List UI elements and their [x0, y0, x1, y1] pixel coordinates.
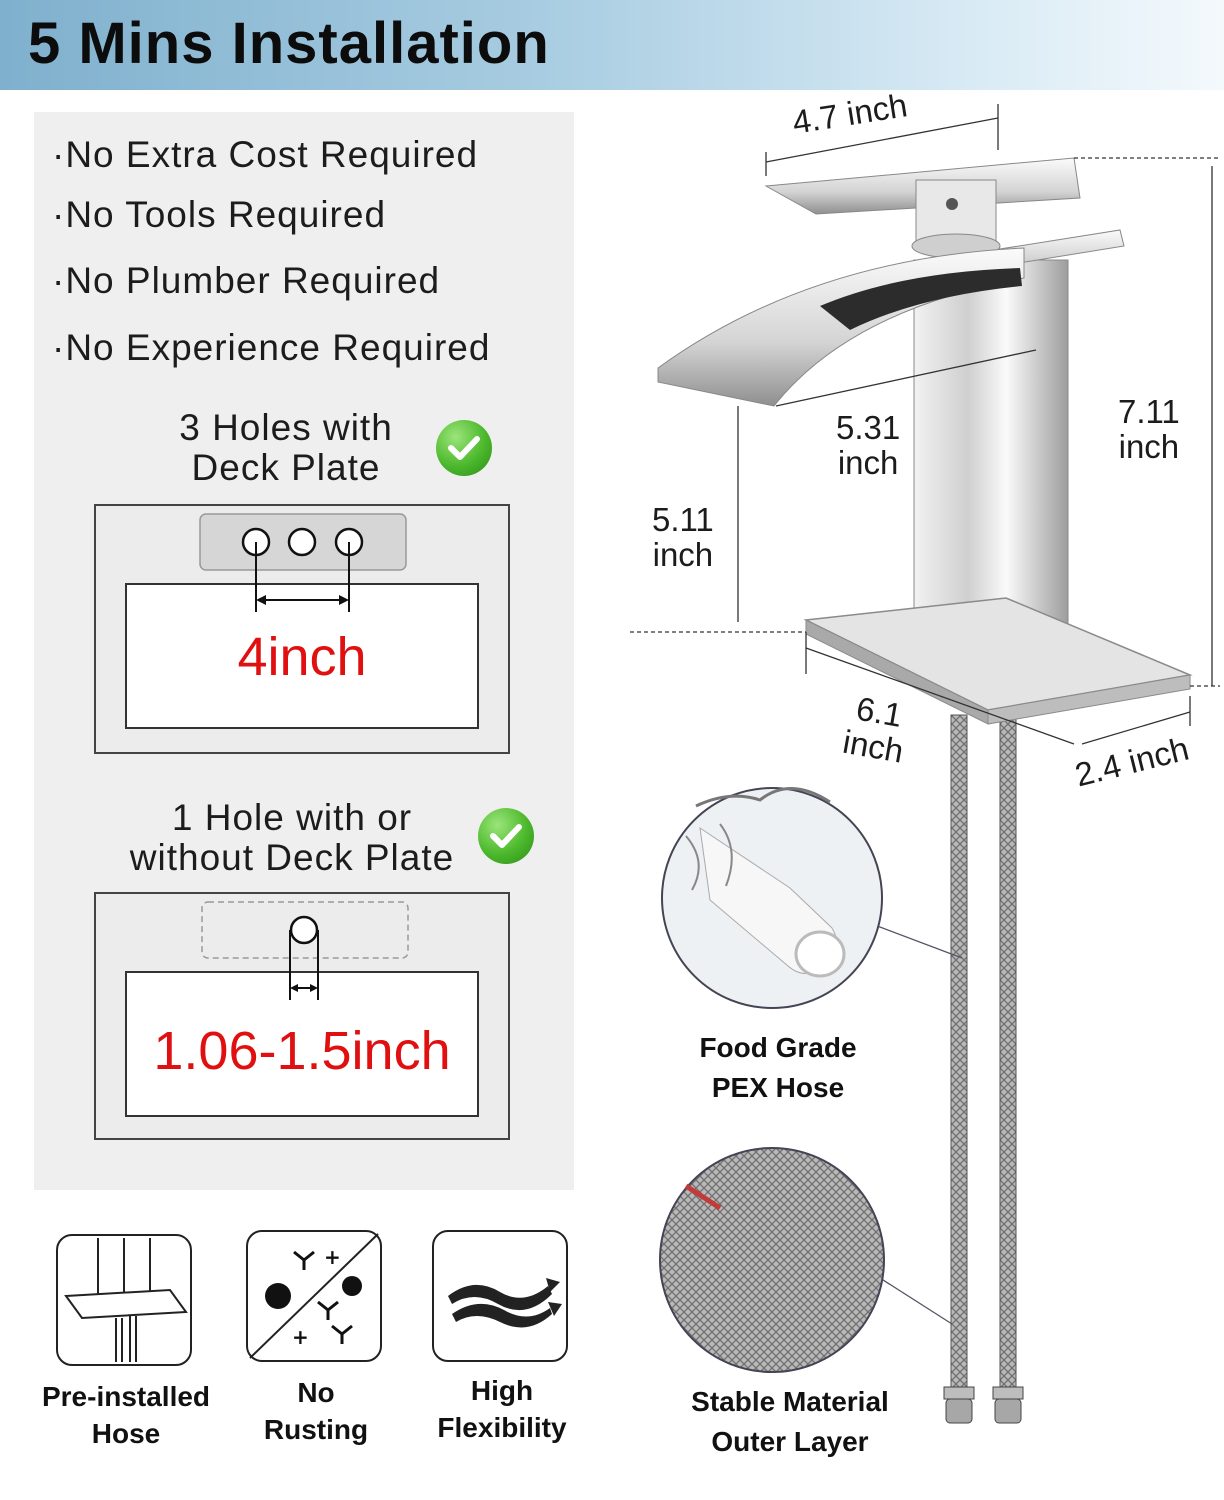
one-hole-title-line2: without Deck Plate — [129, 837, 455, 878]
faucet-illustration — [630, 104, 1220, 1424]
header-banner — [0, 0, 1224, 90]
hose-fitting — [943, 1386, 1024, 1424]
dimension-total-height-unit: inch — [1118, 428, 1180, 465]
no-rusting-label: No Rusting — [236, 1374, 396, 1448]
dimension-spout-reach-unit: inch — [837, 444, 899, 481]
one-hole-sink-diagram — [94, 892, 510, 1140]
no-rusting-label-line2: Rusting — [263, 1414, 369, 1445]
preinstalled-hose-label-line2: Hose — [91, 1418, 161, 1449]
three-holes-title-line1: 3 Holes with — [179, 407, 393, 448]
one-hole-title-line1: 1 Hole with or — [171, 797, 413, 838]
one-hole-title: 1 Hole with or without Deck Plate — [96, 798, 488, 878]
dimension-spout-height: 5.11 inch — [652, 502, 714, 572]
preinstalled-hose-label-line1: Pre-installed — [41, 1381, 211, 1412]
feature-no-plumber: ·No Plumber Required — [52, 260, 441, 301]
dimension-spout-reach: 5.31 inch — [836, 410, 900, 480]
dimension-total-height: 7.11 inch — [1118, 394, 1180, 464]
high-flexibility-icon — [432, 1230, 568, 1362]
high-flexibility-label-line1: High — [470, 1375, 534, 1406]
dimension-total-height-value: 7.11 — [1118, 393, 1180, 430]
high-flexibility-label: High Flexibility — [416, 1372, 588, 1446]
dimension-lines — [630, 104, 1220, 1325]
dimension-plate-length: 6.1 inch — [840, 689, 912, 770]
svg-text:+: + — [324, 1245, 341, 1269]
svg-text:+: + — [292, 1325, 309, 1349]
preinstalled-hose-icon — [56, 1234, 192, 1366]
outer-layer-label: Stable Material Outer Layer — [650, 1382, 930, 1462]
dimension-spout-height-unit: inch — [652, 536, 714, 573]
outer-layer-label-line1: Stable Material — [691, 1386, 889, 1417]
preinstalled-hose-label: Pre-installed Hose — [24, 1378, 228, 1452]
feature-no-tools: ·No Tools Required — [52, 194, 387, 235]
pex-hose-label-line2: PEX Hose — [711, 1072, 845, 1103]
outer-layer-magnifier — [659, 1147, 885, 1373]
check-icon — [478, 808, 534, 864]
one-hole-spacing-label: 1.06-1.5inch — [153, 1021, 451, 1081]
pex-hose-label: Food Grade PEX Hose — [650, 1028, 906, 1108]
page-title: 5 Mins Installation — [28, 11, 550, 76]
three-holes-title-line2: Deck Plate — [191, 447, 381, 488]
check-icon — [436, 420, 492, 476]
feature-no-experience: ·No Experience Required — [52, 327, 491, 368]
no-rusting-icon: + + — [246, 1230, 382, 1362]
outer-layer-label-line2: Outer Layer — [711, 1426, 869, 1457]
three-hole-sink-diagram — [94, 504, 510, 754]
dimension-spout-reach-value: 5.31 — [836, 409, 901, 446]
no-rusting-label-line1: No — [297, 1377, 335, 1408]
high-flexibility-label-line2: Flexibility — [437, 1412, 567, 1443]
feature-no-extra-cost: ·No Extra Cost Required — [52, 134, 479, 175]
pex-hose-label-line1: Food Grade — [699, 1032, 857, 1063]
three-holes-title: 3 Holes with Deck Plate — [126, 408, 446, 488]
three-hole-spacing-label: 4inch — [237, 627, 367, 687]
dimension-spout-height-value: 5.11 — [652, 501, 714, 538]
pex-hose-magnifier — [661, 787, 883, 1009]
